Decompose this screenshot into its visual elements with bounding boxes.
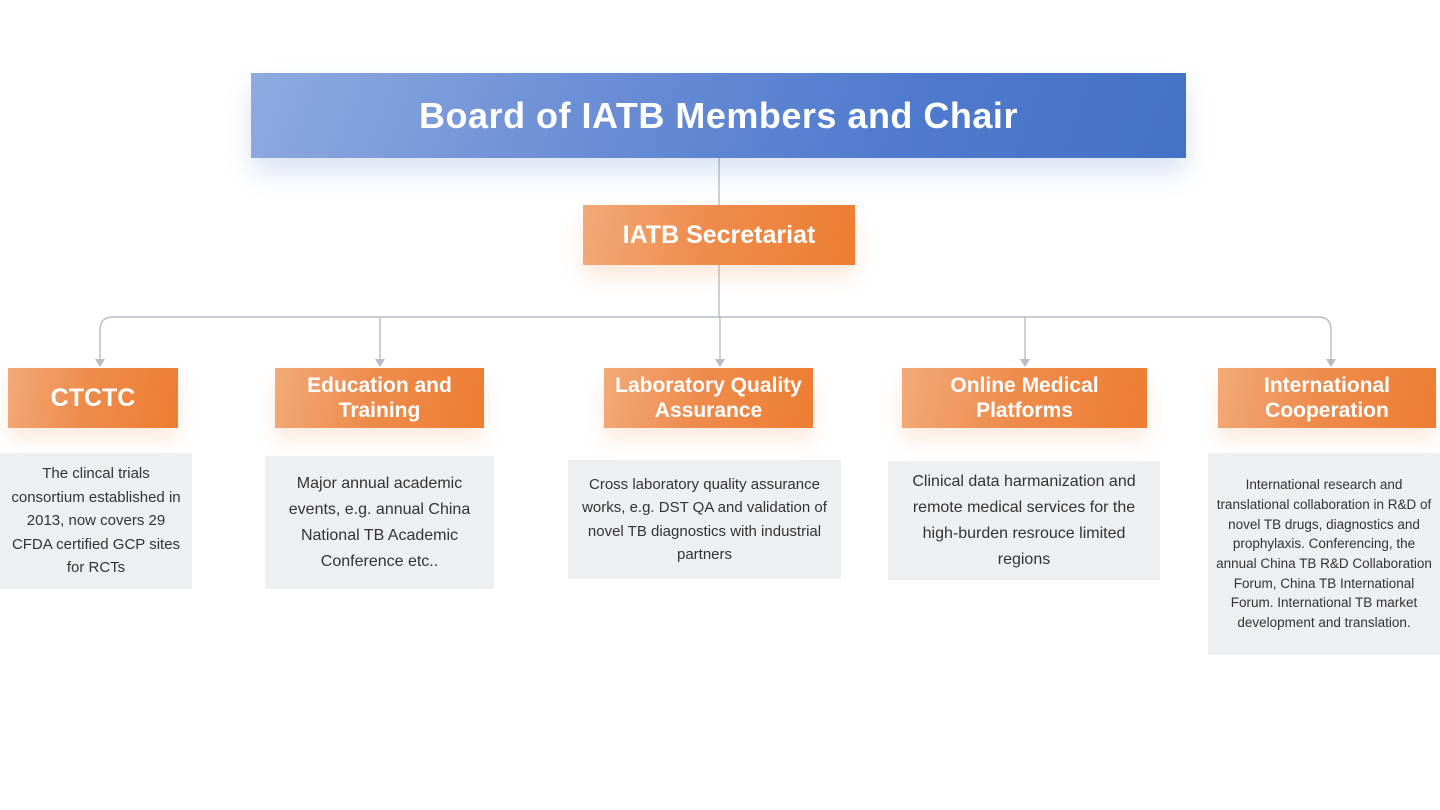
branch-title: Online Medical Platforms [950, 374, 1099, 422]
arrowhead-1 [95, 359, 105, 367]
board-box: Board of IATB Members and Chair [251, 73, 1186, 158]
arrowhead-4 [1020, 359, 1030, 367]
branch-lab-quality-assurance: Laboratory Quality Assurance [604, 368, 813, 428]
description-text: Clinical data harmanization and remote m… [912, 472, 1136, 568]
branch-international-cooperation: International Cooperation [1218, 368, 1436, 428]
description-text: Cross laboratory quality assurance works… [582, 475, 827, 564]
description-text: International research and translational… [1216, 477, 1432, 631]
secretariat-box: IATB Secretariat [583, 205, 855, 265]
description-online-medical: Clinical data harmanization and remote m… [888, 461, 1160, 580]
description-text: Major annual academic events, e.g. annua… [288, 474, 471, 570]
arrowhead-5 [1326, 359, 1336, 367]
horizontal-bus-line [99, 316, 1332, 362]
description-text: The clincal trials consortium establishe… [11, 465, 181, 577]
branch-education-training: Education and Training [275, 368, 484, 428]
description-ctctc: The clincal trials consortium establishe… [0, 453, 192, 589]
secretariat-title: IATB Secretariat [622, 220, 816, 249]
board-title: Board of IATB Members and Chair [419, 94, 1018, 136]
branch-ctctc: CTCTC [8, 368, 178, 428]
arrowhead-3 [715, 359, 725, 367]
description-international-cooperation: International research and translational… [1208, 453, 1440, 655]
branch-title: Laboratory Quality Assurance [615, 374, 802, 422]
description-lab-quality-assurance: Cross laboratory quality assurance works… [568, 460, 841, 579]
arrowhead-2 [375, 359, 385, 367]
branch-title: International Cooperation [1263, 374, 1390, 422]
branch-title: CTCTC [50, 383, 136, 412]
branch-online-medical: Online Medical Platforms [902, 368, 1147, 428]
description-education-training: Major annual academic events, e.g. annua… [265, 456, 494, 589]
branch-title: Education and Training [307, 374, 452, 422]
